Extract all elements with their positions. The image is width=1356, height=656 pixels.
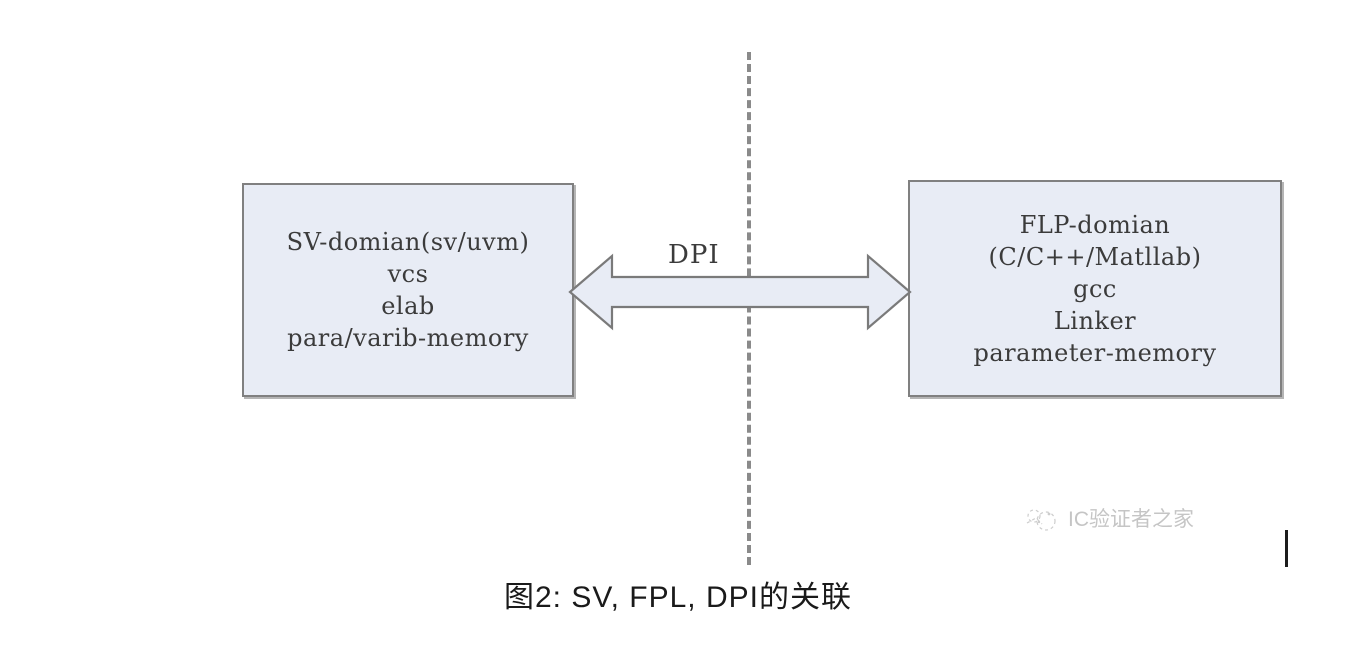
flp-domain-line-5: parameter-memory xyxy=(973,338,1217,367)
figure-caption: 图2: SV, FPL, DPI的关联 xyxy=(504,581,852,614)
sv-domain-line-4: para/varib-memory xyxy=(287,324,529,352)
cloud-dots-logo-icon xyxy=(1024,505,1060,535)
edge-rule-mark xyxy=(1285,530,1288,567)
dpi-label: DPI xyxy=(668,240,720,270)
flp-domain-box: FLP-domian (C/C++/Matllab) gcc Linker pa… xyxy=(908,180,1282,397)
sv-domain-line-1: SV-domian(sv/uvm) xyxy=(286,228,530,256)
watermark-text: IC验证者之家 xyxy=(1068,508,1194,531)
flp-domain-line-4: Linker xyxy=(1053,306,1137,335)
sv-domain-line-2: vcs xyxy=(387,260,429,288)
watermark: IC验证者之家 xyxy=(1024,505,1194,535)
flp-domain-line-3: gcc xyxy=(1073,274,1117,303)
flp-domain-line-2: (C/C++/Matllab) xyxy=(988,242,1202,271)
dpi-bidirectional-arrow xyxy=(568,252,912,332)
flp-domain-line-1: FLP-domian xyxy=(1019,210,1171,239)
domain-divider-dashed-line xyxy=(747,52,751,565)
sv-domain-line-3: elab xyxy=(381,292,435,320)
sv-domain-box: SV-domian(sv/uvm) vcs elab para/varib-me… xyxy=(242,183,574,397)
